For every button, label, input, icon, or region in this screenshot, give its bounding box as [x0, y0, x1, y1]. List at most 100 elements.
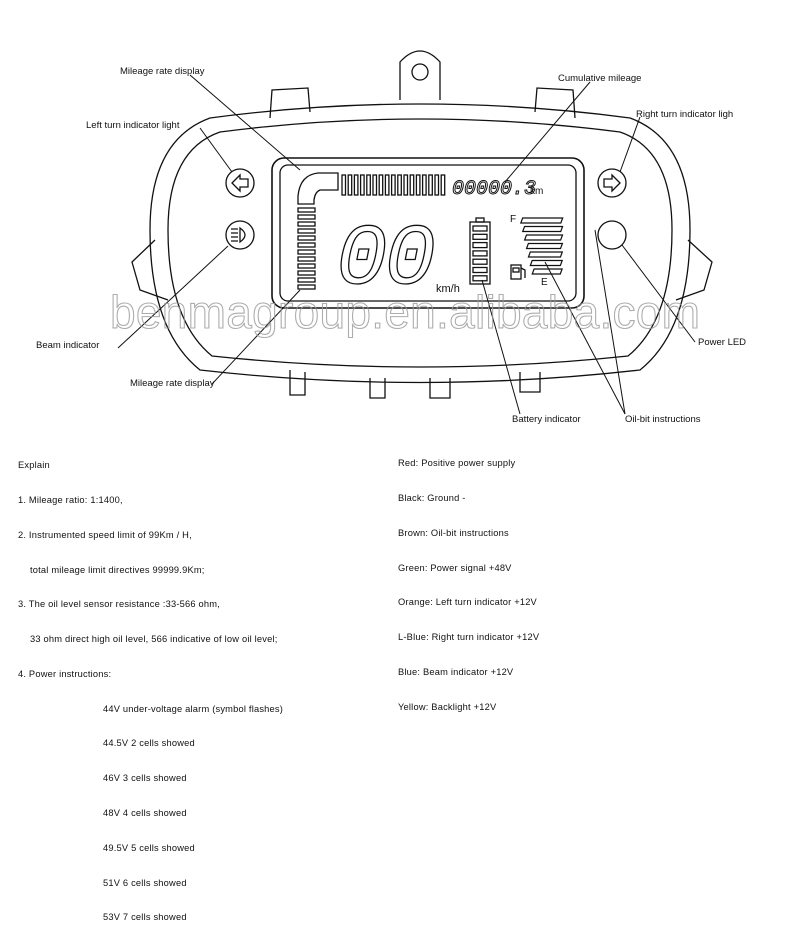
lcd-screen — [271, 157, 585, 309]
rate-segment — [403, 174, 409, 196]
dashboard-diagram — [117, 50, 713, 415]
power-line: 49.5V 5 cells showed — [103, 842, 195, 853]
power-line: 44V under-voltage alarm (symbol flashes) — [103, 703, 284, 714]
power-line: 44.5V 2 cells showed — [103, 738, 195, 749]
beam-indicator — [225, 220, 255, 250]
power-line: 46V 3 cells showed — [103, 773, 187, 784]
rate-segment — [440, 174, 446, 196]
battery-cell — [472, 250, 488, 257]
wire-item: Red: Positive power supply — [398, 458, 516, 469]
mileage-rate-bar-left — [297, 207, 316, 290]
rate-segment — [297, 207, 316, 213]
left-arrow-icon — [231, 173, 249, 193]
fuel-segment — [523, 234, 564, 241]
wire-item: L-Blue: Right turn indicator +12V — [398, 632, 540, 643]
rate-segment — [297, 242, 316, 248]
label-beam: Beam indicator — [36, 340, 99, 351]
label-layer: Mileage rate display Left turn indicator… — [36, 66, 746, 425]
speed-value: 00 — [336, 211, 436, 309]
wire-item: Brown: Oil-bit instructions — [398, 527, 509, 538]
label-cumulative: Cumulative mileage — [558, 73, 641, 84]
rate-segment — [297, 249, 316, 255]
label-power-led: Power LED — [698, 337, 746, 348]
left-turn-indicator — [225, 168, 255, 198]
rate-segment — [297, 270, 316, 276]
explain-line: 4. Power instructions: — [18, 668, 112, 679]
leader-lines — [117, 74, 696, 415]
rate-segment — [372, 174, 378, 196]
rate-segment — [297, 214, 316, 220]
fuel-gauge-bars — [519, 217, 564, 275]
explain-line: 33 ohm direct high oil level, 566 indica… — [30, 634, 278, 645]
fuel-empty-label: E — [541, 277, 548, 288]
explain-line: total mileage limit directives 99999.9Km… — [30, 564, 205, 575]
rate-segment — [428, 174, 433, 196]
mileage-rate-bar-top — [341, 174, 446, 196]
wire-legend: Red: Positive power supply Black: Ground… — [398, 435, 539, 725]
wire-item: Orange: Left turn indicator +12V — [398, 597, 537, 608]
label-oil: Oil-bit instructions — [625, 414, 701, 425]
rate-segment — [297, 277, 316, 283]
label-left-turn: Left turn indicator light — [86, 120, 180, 131]
watermark: benmagroup.en.alibaba.com — [110, 286, 700, 338]
battery-cell — [472, 266, 488, 274]
rate-segment — [390, 174, 396, 196]
label-battery: Battery indicator — [512, 414, 581, 425]
fuel-pump-icon — [510, 264, 526, 280]
odometer-unit: km — [530, 186, 543, 197]
fuel-segment — [519, 217, 564, 224]
power-line: 51V 6 cells showed — [103, 877, 187, 888]
fuel-segment — [521, 225, 564, 233]
right-arrow-icon — [603, 173, 621, 193]
rate-segment — [297, 284, 316, 290]
wire-item: Blue: Beam indicator +12V — [398, 666, 514, 677]
rate-segment — [409, 174, 415, 196]
rate-segment — [434, 174, 440, 196]
right-turn-indicator — [597, 168, 627, 198]
power-line: 53V 7 cells showed — [103, 912, 187, 923]
rate-segment — [384, 174, 390, 196]
battery-icon — [469, 217, 491, 285]
explain-line: 1. Mileage ratio: 1:1400, — [18, 494, 123, 505]
rate-segment — [415, 174, 421, 196]
rate-segment — [297, 235, 316, 241]
wire-item: Green: Power signal +48V — [398, 562, 512, 573]
rate-segment — [347, 174, 353, 196]
battery-cell — [472, 233, 488, 240]
speed-unit: km/h — [436, 283, 460, 295]
rate-segment — [341, 174, 347, 196]
label-mileage-rate-bottom: Mileage rate display — [130, 378, 215, 389]
label-right-turn: Right turn indicator ligh — [636, 109, 733, 120]
wire-item: Yellow: Backlight +12V — [398, 701, 497, 712]
rate-segment — [297, 263, 316, 269]
fuel-full-label: F — [510, 214, 516, 225]
rate-segment — [421, 174, 427, 196]
power-line: 48V 4 cells showed — [103, 808, 187, 818]
rate-segment — [353, 174, 359, 196]
fuel-segment — [531, 268, 563, 275]
explain-line: 2. Instrumented speed limit of 99Km / H, — [18, 529, 192, 540]
housing — [131, 50, 713, 399]
power-led — [597, 220, 627, 250]
rate-segment — [297, 221, 316, 227]
battery-cell — [472, 275, 488, 282]
battery-cell — [472, 258, 488, 265]
rate-segment — [397, 174, 402, 196]
fuel-segment — [525, 242, 564, 250]
rate-segment — [297, 256, 316, 262]
wire-item: Black: Ground - — [398, 492, 466, 503]
rate-segment — [366, 174, 371, 196]
label-mileage-rate-top: Mileage rate display — [120, 66, 205, 77]
fuel-segment — [527, 251, 564, 258]
fuel-segment — [529, 259, 564, 267]
odometer-value: 00000.3 — [452, 178, 536, 201]
explain-notes: Explain 1. Mileage ratio: 1:1400, 2. Ins… — [18, 437, 283, 936]
headlight-beam-icon — [231, 226, 246, 244]
rate-segment — [378, 174, 384, 196]
battery-cell — [472, 225, 488, 232]
battery-cell — [472, 241, 488, 249]
rate-segment — [359, 174, 365, 196]
explain-line: 3. The oil level sensor resistance :33-5… — [18, 599, 220, 610]
rate-segment — [297, 228, 316, 234]
explain-title: Explain — [18, 460, 50, 471]
